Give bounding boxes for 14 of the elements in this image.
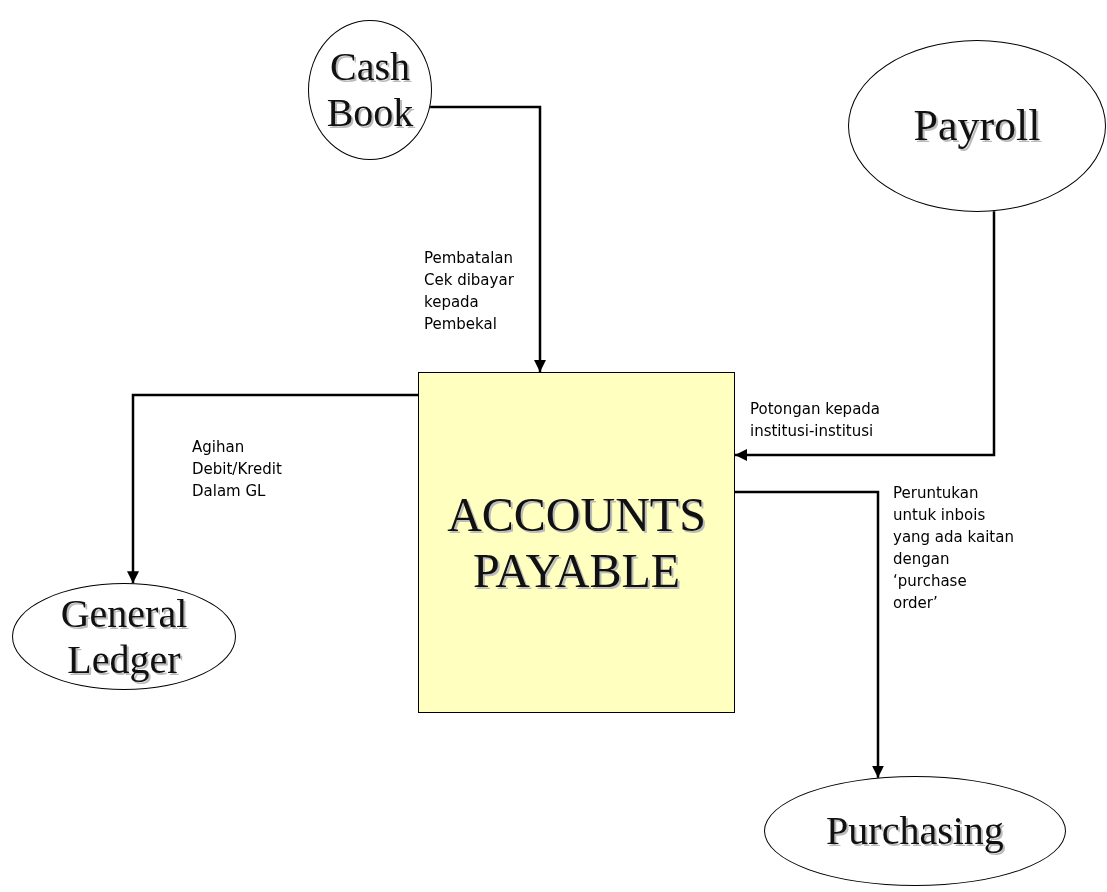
arrow — [735, 490, 884, 778]
process-box — [418, 372, 735, 713]
arrow — [127, 393, 418, 584]
node-label: Cash Book — [326, 44, 414, 136]
node-label: Purchasing — [826, 808, 1004, 854]
edge-label: Pembatalan Cek dibayar kepada Pembekal — [424, 248, 515, 335]
node-label: General Ledger — [60, 590, 188, 683]
node-label: Payroll — [913, 100, 1041, 152]
arrow — [430, 105, 546, 372]
node-label: ACCOUNTS PAYABLE — [447, 487, 706, 598]
arrow — [735, 211, 996, 461]
edge-label: Agihan Debit/Kredit Dalam GL — [192, 437, 283, 502]
edge-label: Potongan kepada institusi-institusi — [750, 399, 882, 442]
edge-label: Peruntukan untuk inbois yang ada kaitan dengan ‘purchase order’ — [893, 483, 1015, 614]
